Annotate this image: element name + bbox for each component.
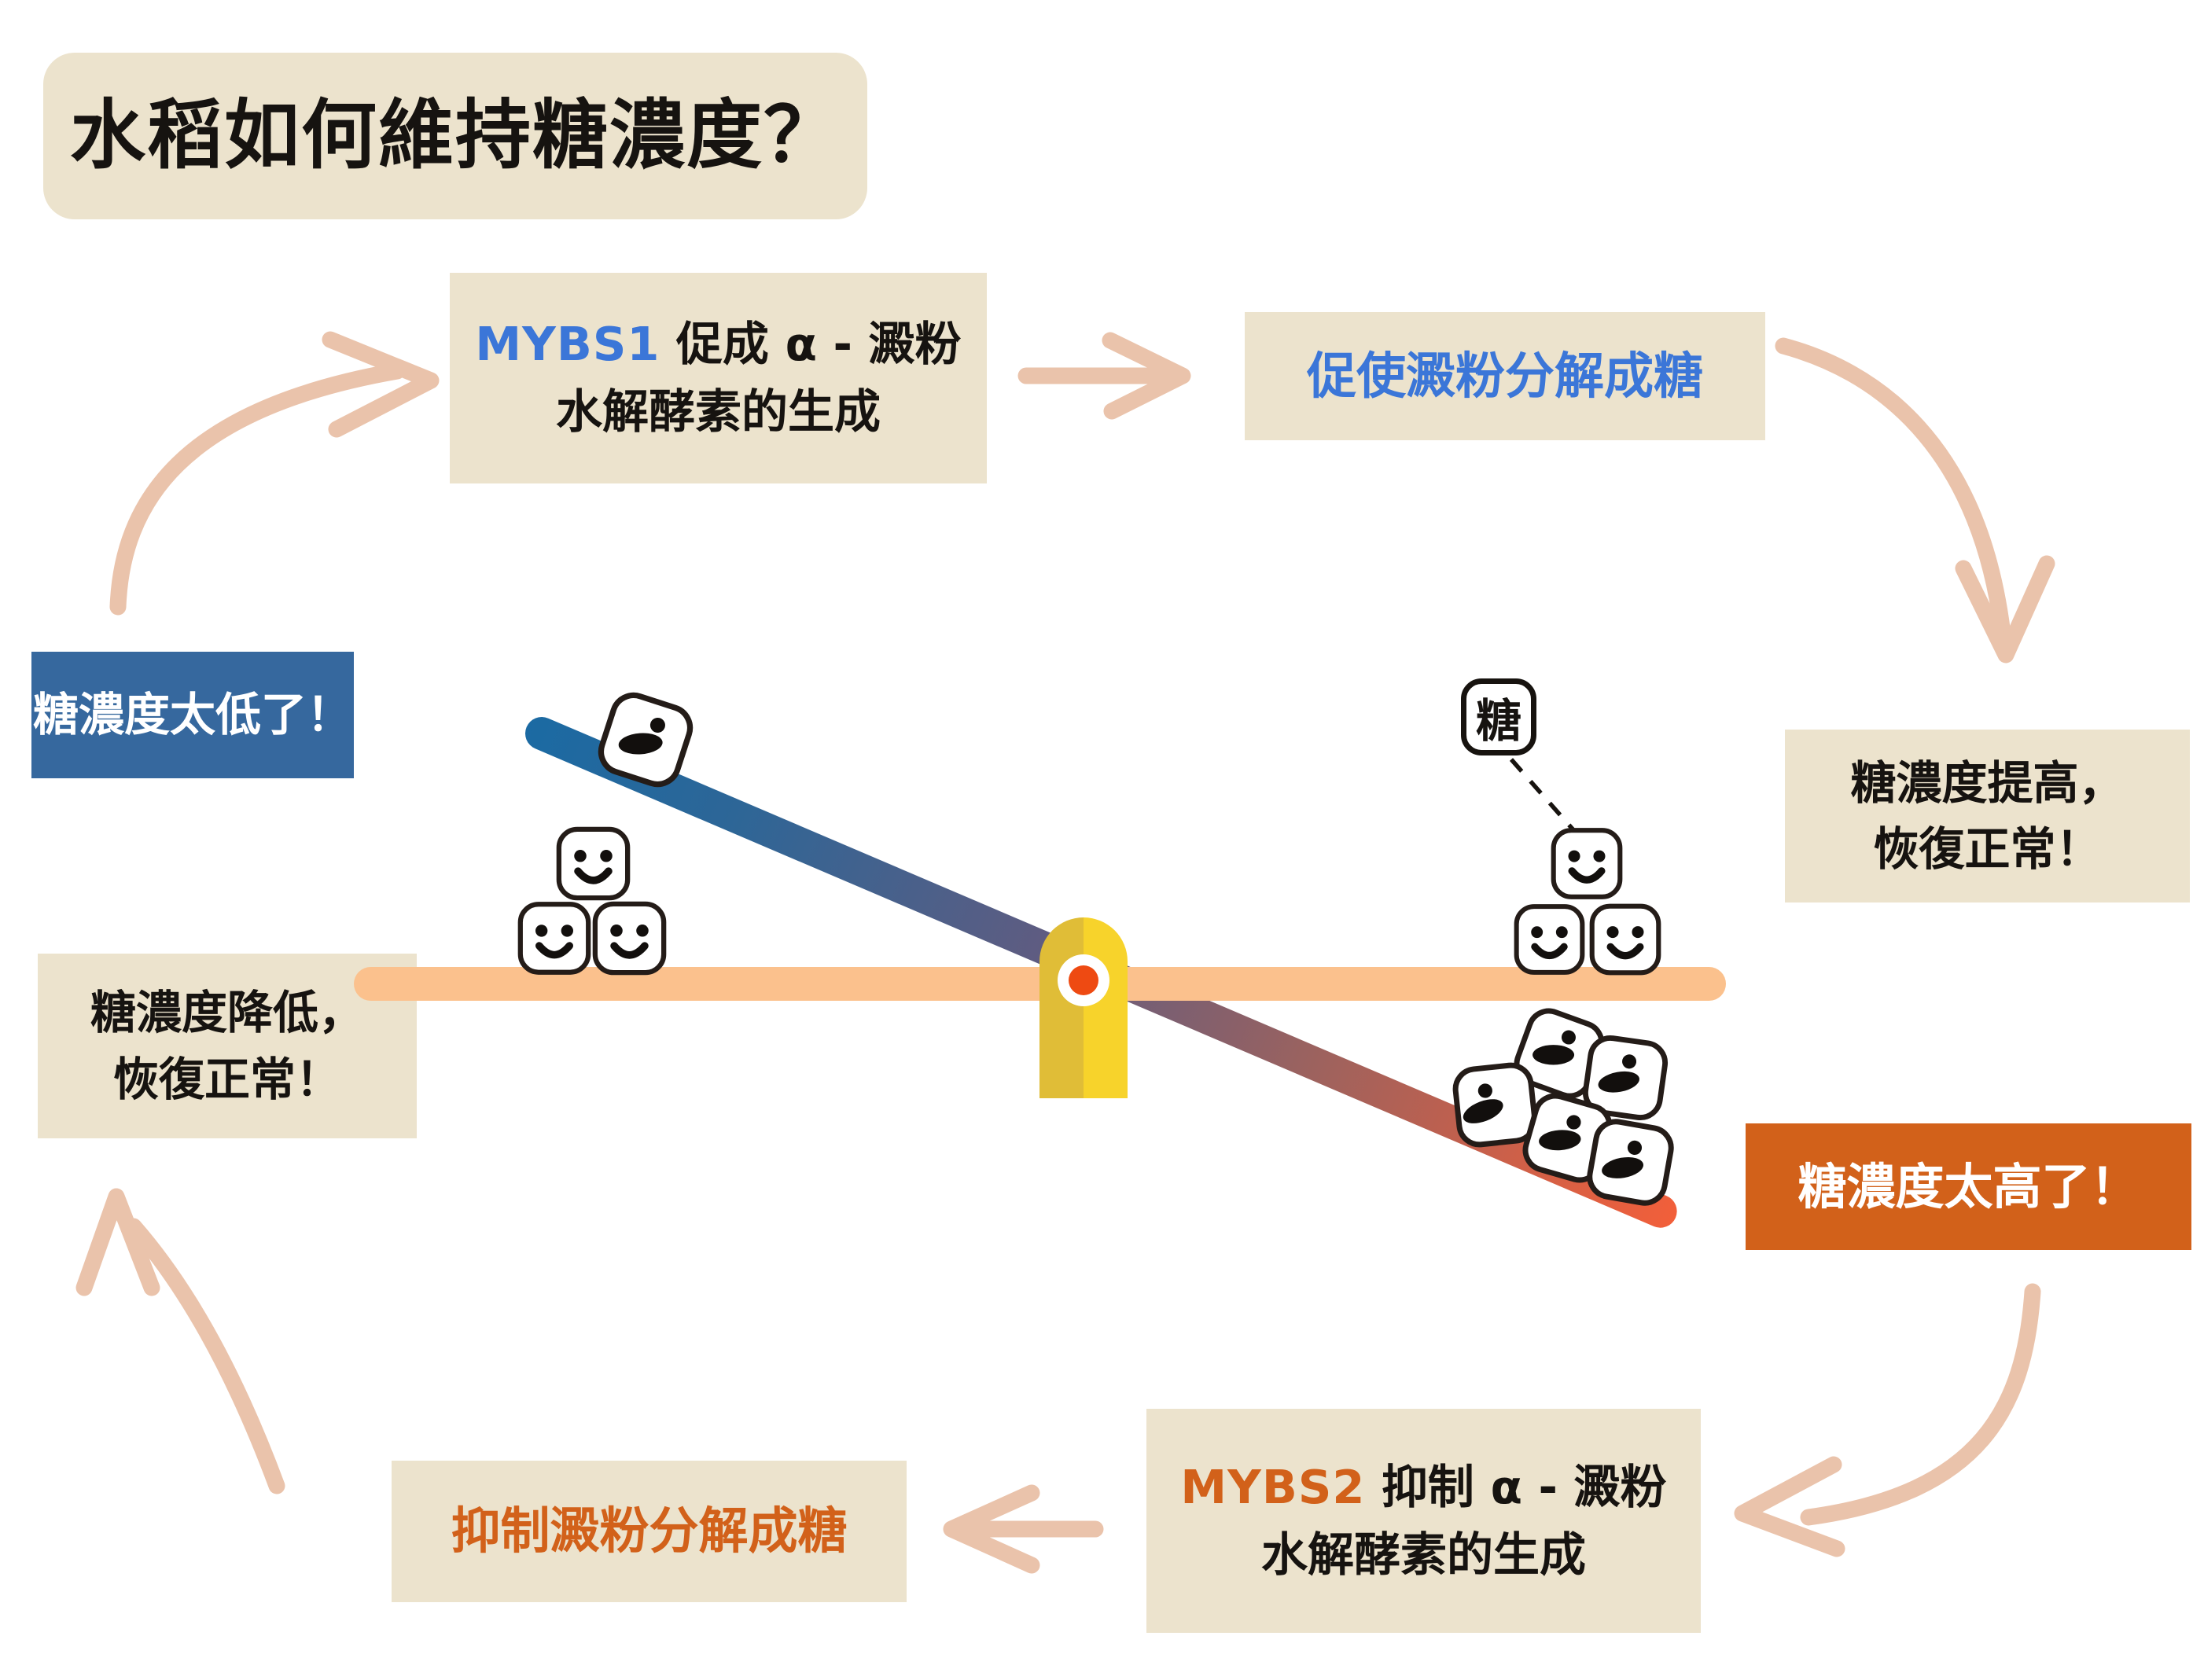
smiling-sugar-cube-icon [517, 899, 592, 977]
sugar-raised-line1: 糖濃度提高， [1850, 755, 2125, 810]
sugar-raised-line2: 恢復正常！ [1873, 822, 2102, 876]
mybs1-line2: 水解酵素的生成 [555, 384, 881, 439]
mybs1-gene-label: MYBS1 [475, 317, 660, 372]
smiling-sugar-cube-icon [1588, 900, 1662, 979]
page-title: 水稻如何維持糖濃度？ [43, 53, 867, 219]
pivot-dot-icon [1069, 965, 1098, 995]
mybs1-line1: MYBS1 促成 α - 澱粉 [475, 311, 961, 378]
sugar-lowered-line1: 糖濃度降低， [90, 986, 364, 1040]
curved-arrow-down-left-icon [1734, 1283, 2041, 1557]
mybs2-line2: 水解酵素的生成 [1260, 1527, 1586, 1582]
sugar-too-high-label: 糖濃度太高了！ [1797, 1157, 2140, 1215]
page-title-text: 水稻如何維持糖濃度？ [70, 91, 841, 180]
curved-arrow-down-icon [1775, 337, 2055, 664]
mybs1-line1-rest: 促成 α - 澱粉 [660, 317, 962, 372]
mybs2-process-box: MYBS2 抑制 α - 澱粉 水解酵素的生成 [1146, 1409, 1701, 1633]
sugar-bubble-label: 糖 [1475, 694, 1521, 748]
sugar-too-high-badge: 糖濃度太高了！ [1746, 1123, 2191, 1250]
inhibit-breakdown-box: 抑制澱粉分解成糖 [392, 1461, 907, 1602]
mybs2-gene-label: MYBS2 [1180, 1459, 1366, 1514]
fulcrum [1039, 917, 1128, 1098]
arrow-right-icon [1017, 332, 1191, 420]
sugar-lowered-box: 糖濃度降低， 恢復正常！ [38, 954, 417, 1138]
smiling-sugar-cube-icon [555, 825, 631, 902]
sugar-lowered-line2: 恢復正常！ [112, 1052, 341, 1106]
smiling-sugar-cube-icon [591, 899, 668, 977]
promote-breakdown-box: 促使澱粉分解成糖 [1245, 312, 1765, 440]
smiling-sugar-cube-icon [1550, 825, 1624, 902]
mybs1-process-box: MYBS1 促成 α - 澱粉 水解酵素的生成 [450, 273, 987, 483]
sugar-raised-box: 糖濃度提高， 恢復正常！ [1785, 730, 2190, 902]
promote-label: 促使澱粉分解成糖 [1307, 347, 1703, 405]
inhibit-label: 抑制澱粉分解成糖 [451, 1502, 848, 1561]
arrow-left-icon [943, 1484, 1104, 1574]
worried-sugar-cube-icon [1506, 1000, 1613, 1107]
mybs2-line1: MYBS2 抑制 α - 澱粉 [1180, 1454, 1666, 1521]
curved-arrow-up-left-icon [75, 1188, 285, 1494]
sugar-too-low-label: 糖濃度太低了！ [32, 688, 352, 742]
mybs2-line1-rest: 抑制 α - 澱粉 [1365, 1459, 1667, 1514]
curved-arrow-up-right-icon [109, 331, 440, 616]
smiling-sugar-cube-icon [1513, 900, 1586, 979]
sugar-too-low-badge: 糖濃度太低了！ [31, 652, 354, 778]
sugar-bubble: 糖 [1461, 678, 1536, 755]
worried-sugar-cube-icon [590, 684, 701, 795]
worried-sugar-cube-icon [1449, 1059, 1542, 1152]
worried-sugar-cube-icon [1582, 1114, 1680, 1211]
sugar-bubble-dashed-line [1509, 758, 1577, 833]
worried-sugar-cube-icon [1578, 1031, 1672, 1125]
